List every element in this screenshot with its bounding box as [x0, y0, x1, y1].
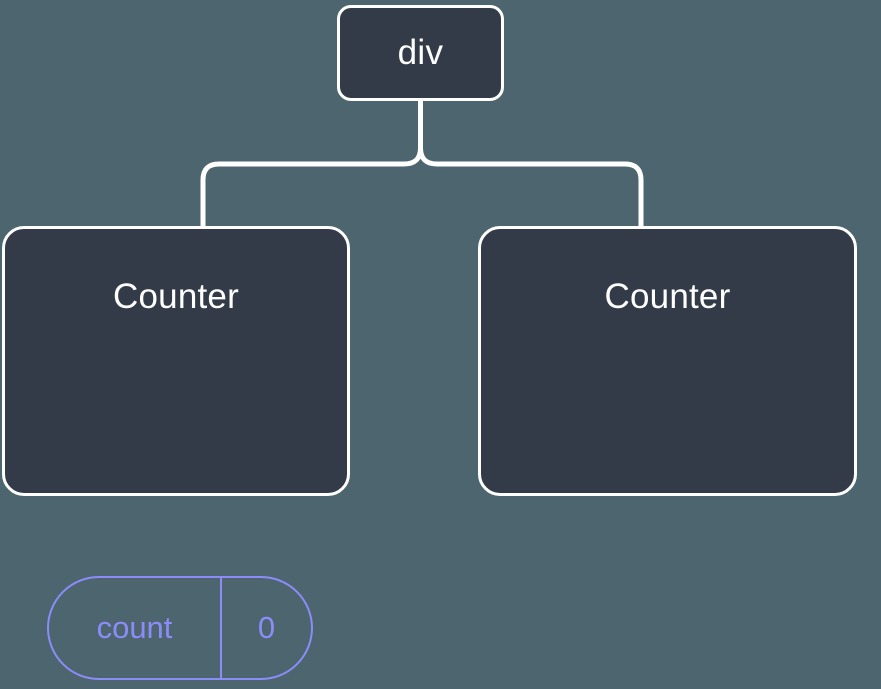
state-pill-count-left[interactable]: count 0	[47, 576, 313, 680]
connector-branch-right	[418, 145, 644, 231]
node-counter-left[interactable]: Counter count 0	[2, 226, 350, 680]
state-key-label: count	[49, 578, 222, 678]
state-value-label: 0	[257, 610, 276, 645]
node-counter-right-label: Counter	[604, 277, 731, 316]
diagram-canvas: div Counter count 0 Counter count 1	[2, 5, 857, 680]
node-div-label: div	[397, 33, 444, 72]
node-div[interactable]: div	[337, 5, 504, 101]
node-counter-left-label: Counter	[113, 277, 239, 316]
node-counter-right[interactable]: Counter count 1	[478, 226, 857, 496]
connector-branch-left	[200, 145, 423, 231]
